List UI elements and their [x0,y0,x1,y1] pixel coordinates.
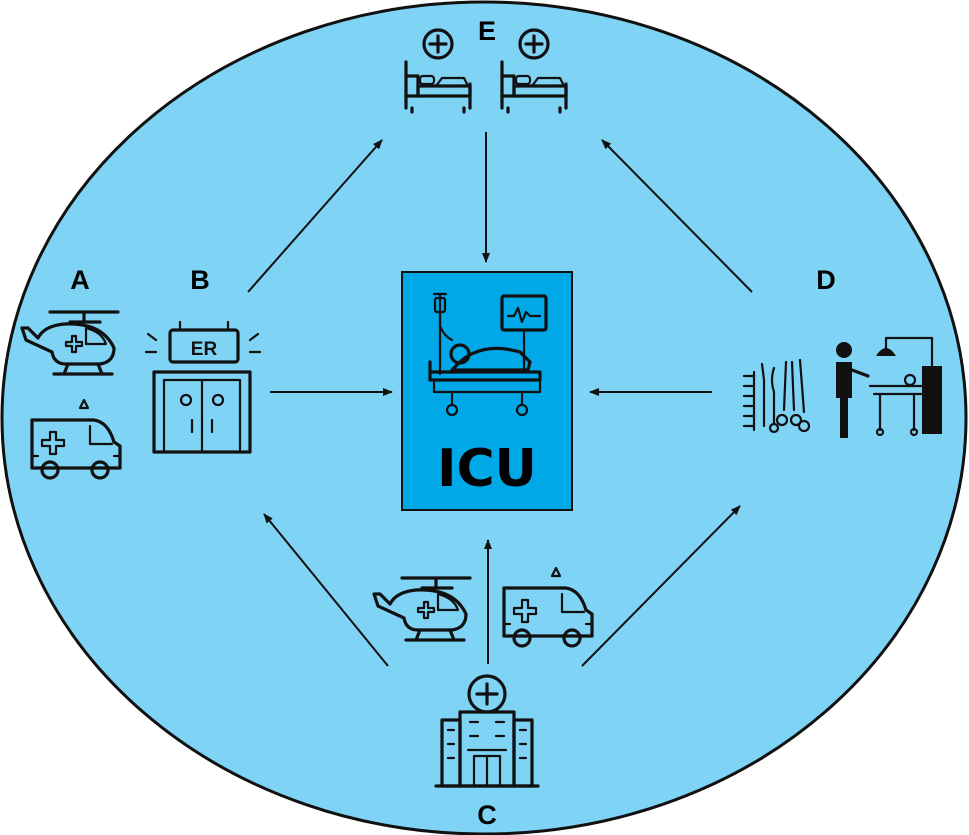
operating-room-icon [836,336,942,438]
flow-arrows [247,132,753,667]
node-e: E [404,16,568,114]
node-e-label: E [478,16,496,46]
node-d: D [742,265,942,438]
node-b: B ER [144,265,262,454]
emergency-room-icon: ER [144,320,262,454]
arrow-d-to-e [601,139,753,293]
icu-bed-patient-icon [428,292,548,417]
icu-node: ICU [401,271,573,511]
node-b-label: B [190,265,210,295]
er-sign-text: ER [191,339,218,360]
iv-drip-icon [432,292,454,376]
node-c-label: C [477,800,497,830]
node-a-label: A [70,265,90,295]
surgical-instruments-icon [742,358,811,434]
arrow-b-to-e [247,139,383,293]
arrow-c-to-d [581,505,741,667]
icu-label: ICU [437,439,537,499]
node-d-label: D [816,265,836,295]
hospital-building-icon [434,674,540,788]
arrow-c-to-b [263,513,389,667]
node-c: C [372,566,594,830]
node-a: A [20,265,122,480]
heart-monitor-icon [500,294,548,374]
